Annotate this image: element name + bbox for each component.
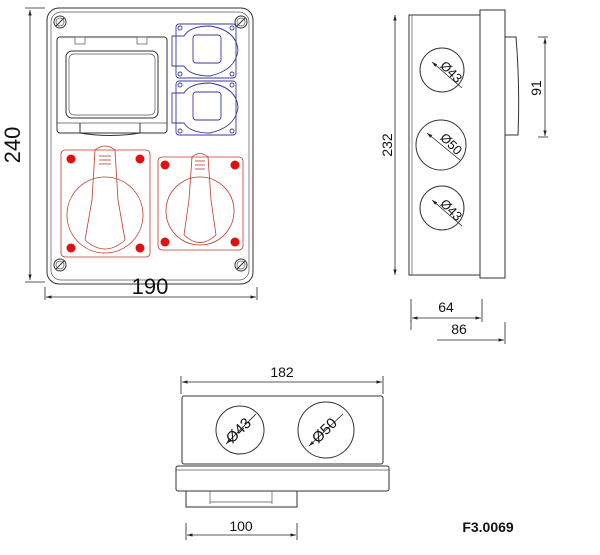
top-view: Ø43 Ø50 182 100 xyxy=(175,364,390,540)
front-view: 240 190 xyxy=(0,7,258,300)
svg-text:86: 86 xyxy=(451,321,467,337)
product-code: F3.0069 xyxy=(462,519,514,535)
svg-text:91: 91 xyxy=(528,80,544,96)
svg-text:64: 64 xyxy=(438,299,454,315)
schuko-socket-1 xyxy=(171,23,239,79)
dimension-64: 64 xyxy=(410,299,483,322)
svg-text:Ø50: Ø50 xyxy=(437,130,465,158)
svg-text:182: 182 xyxy=(270,364,294,380)
hole-2: Ø50 xyxy=(415,119,467,171)
hole-1: Ø43 xyxy=(419,47,465,93)
breaker-window xyxy=(56,36,168,136)
dimension-100: 100 xyxy=(185,518,298,540)
screw-icons xyxy=(53,15,248,272)
hole-3: Ø43 xyxy=(419,185,465,231)
dimension-91: 91 xyxy=(528,36,548,138)
dimension-height: 240 xyxy=(0,7,45,283)
top-hole-2: Ø50 xyxy=(297,401,355,459)
height-label: 240 xyxy=(0,127,25,164)
dimension-232: 232 xyxy=(379,15,397,275)
cee-socket-small xyxy=(157,153,244,251)
cee-socket-large xyxy=(60,145,151,258)
side-view: Ø43 Ø50 Ø43 232 91 64 86 xyxy=(379,9,548,344)
svg-text:232: 232 xyxy=(379,133,395,157)
top-hole-1: Ø43 xyxy=(215,405,265,455)
svg-text:100: 100 xyxy=(229,518,253,534)
dimension-width: 190 xyxy=(44,274,258,300)
schuko-socket-2 xyxy=(171,80,239,136)
dimension-182: 182 xyxy=(180,364,384,394)
dimension-86: 86 xyxy=(410,320,506,344)
width-label: 190 xyxy=(132,274,169,299)
